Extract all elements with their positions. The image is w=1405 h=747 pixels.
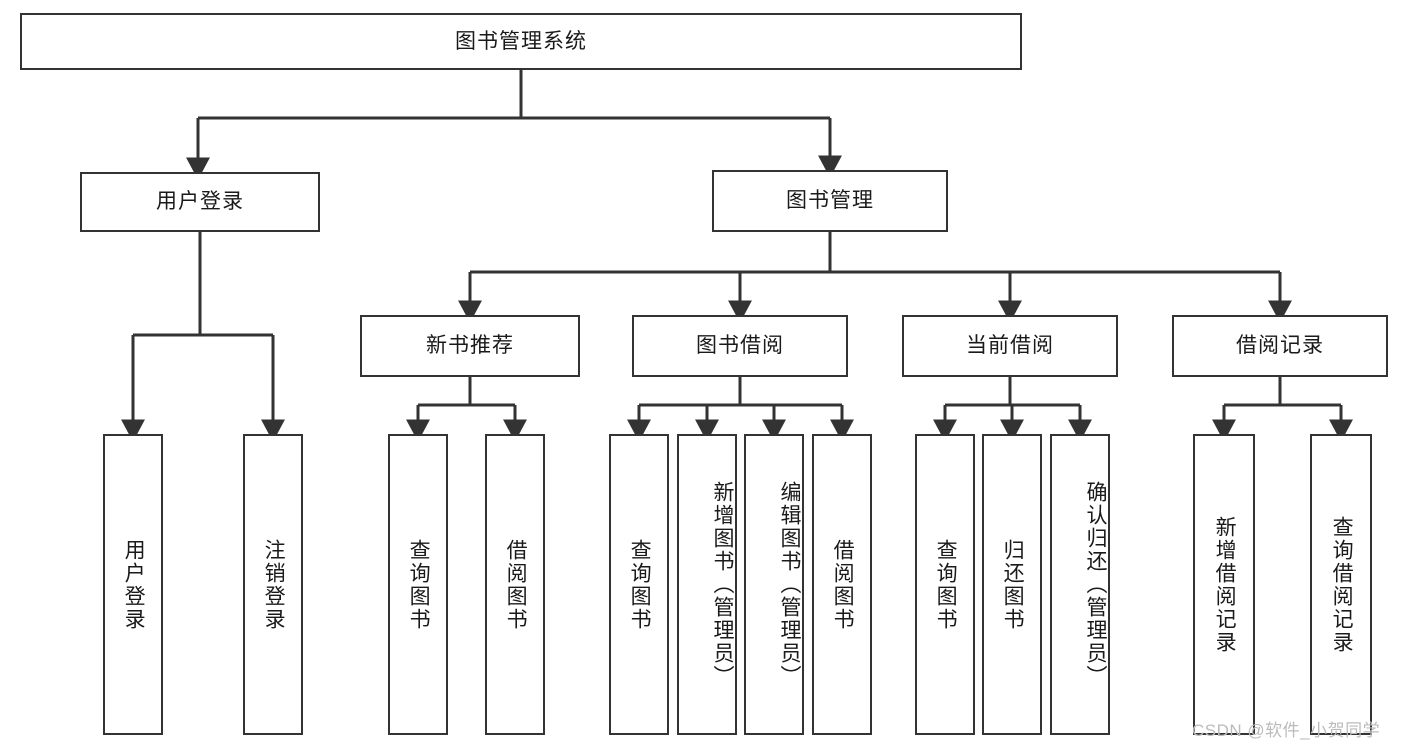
node-label: 新增借阅记录 (1213, 515, 1237, 654)
node-label: 图书管理系统 (455, 29, 587, 53)
node-leaf-user-login[interactable]: 用户登录 (103, 434, 163, 735)
node-leaf-borrow-book-1[interactable]: 借阅图书 (485, 434, 545, 735)
node-label: 用户登录 (156, 190, 244, 214)
node-new-book-recommend[interactable]: 新书推荐 (360, 315, 580, 377)
node-book-manage[interactable]: 图书管理 (712, 170, 948, 232)
node-label: 用户登录 (122, 538, 146, 631)
node-leaf-query-borrow-record[interactable]: 查询借阅记录 (1310, 434, 1372, 735)
node-leaf-edit-book-admin[interactable]: 编辑图书（管理员） (744, 434, 804, 735)
node-label: 新书推荐 (426, 334, 514, 358)
node-label: 借阅图书 (504, 538, 528, 631)
node-label: 查询图书 (934, 538, 958, 631)
node-label: 查询图书 (628, 538, 652, 631)
node-borrow-record[interactable]: 借阅记录 (1172, 315, 1388, 377)
node-label: 查询图书 (407, 538, 431, 631)
node-book-borrow[interactable]: 图书借阅 (632, 315, 848, 377)
node-label: 归还图书 (1001, 538, 1025, 631)
node-leaf-return-book[interactable]: 归还图书 (982, 434, 1042, 735)
node-leaf-confirm-return-admin[interactable]: 确认归还（管理员） (1050, 434, 1110, 735)
node-current-borrow[interactable]: 当前借阅 (902, 315, 1118, 377)
node-label: 当前借阅 (966, 334, 1054, 358)
node-label: 查询借阅记录 (1330, 515, 1354, 654)
node-leaf-query-book-2[interactable]: 查询图书 (609, 434, 669, 735)
node-leaf-add-book-admin[interactable]: 新增图书（管理员） (677, 434, 737, 735)
node-label: 图书管理 (786, 189, 874, 213)
node-label: 图书借阅 (696, 334, 784, 358)
node-root-title[interactable]: 图书管理系统 (20, 13, 1022, 70)
node-label: 新增图书（管理员） (711, 481, 734, 688)
node-label: 注销登录 (262, 538, 286, 631)
node-leaf-logout-login[interactable]: 注销登录 (243, 434, 303, 735)
node-label: 借阅记录 (1236, 334, 1324, 358)
node-label: 确认归还（管理员） (1084, 481, 1107, 688)
node-leaf-add-borrow-record[interactable]: 新增借阅记录 (1193, 434, 1255, 735)
node-leaf-borrow-book-2[interactable]: 借阅图书 (812, 434, 872, 735)
node-label: 借阅图书 (831, 538, 855, 631)
watermark-text: CSDN @软件_小贺同学 (1192, 721, 1381, 740)
node-leaf-query-book-1[interactable]: 查询图书 (388, 434, 448, 735)
node-label: 编辑图书（管理员） (778, 481, 801, 688)
node-leaf-query-book-3[interactable]: 查询图书 (915, 434, 975, 735)
node-user-login[interactable]: 用户登录 (80, 172, 320, 232)
